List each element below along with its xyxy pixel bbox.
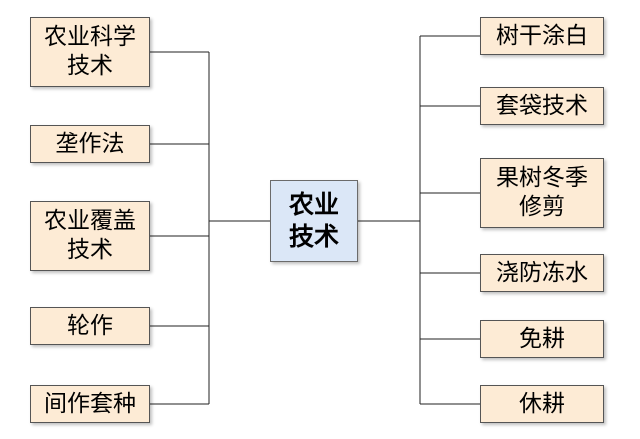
center-node-agricultural-technology: 农业 技术 xyxy=(270,180,358,262)
right-node-no-tillage: 免耕 xyxy=(480,320,604,358)
right-node-fruit-bagging: 套袋技术 xyxy=(480,87,604,125)
left-node-agricultural-science-technology: 农业科学 技术 xyxy=(30,17,150,87)
right-node-trunk-whitewashing: 树干涂白 xyxy=(480,17,604,55)
right-node-antifreeze-watering: 浇防冻水 xyxy=(480,254,604,292)
left-node-intercropping: 间作套种 xyxy=(30,385,150,423)
left-node-agricultural-mulching-technology: 农业覆盖 技术 xyxy=(30,201,150,271)
left-node-crop-rotation: 轮作 xyxy=(30,307,150,345)
left-node-ridge-farming: 垄作法 xyxy=(30,125,150,163)
right-node-winter-pruning: 果树冬季 修剪 xyxy=(480,158,604,228)
right-node-fallow: 休耕 xyxy=(480,385,604,423)
